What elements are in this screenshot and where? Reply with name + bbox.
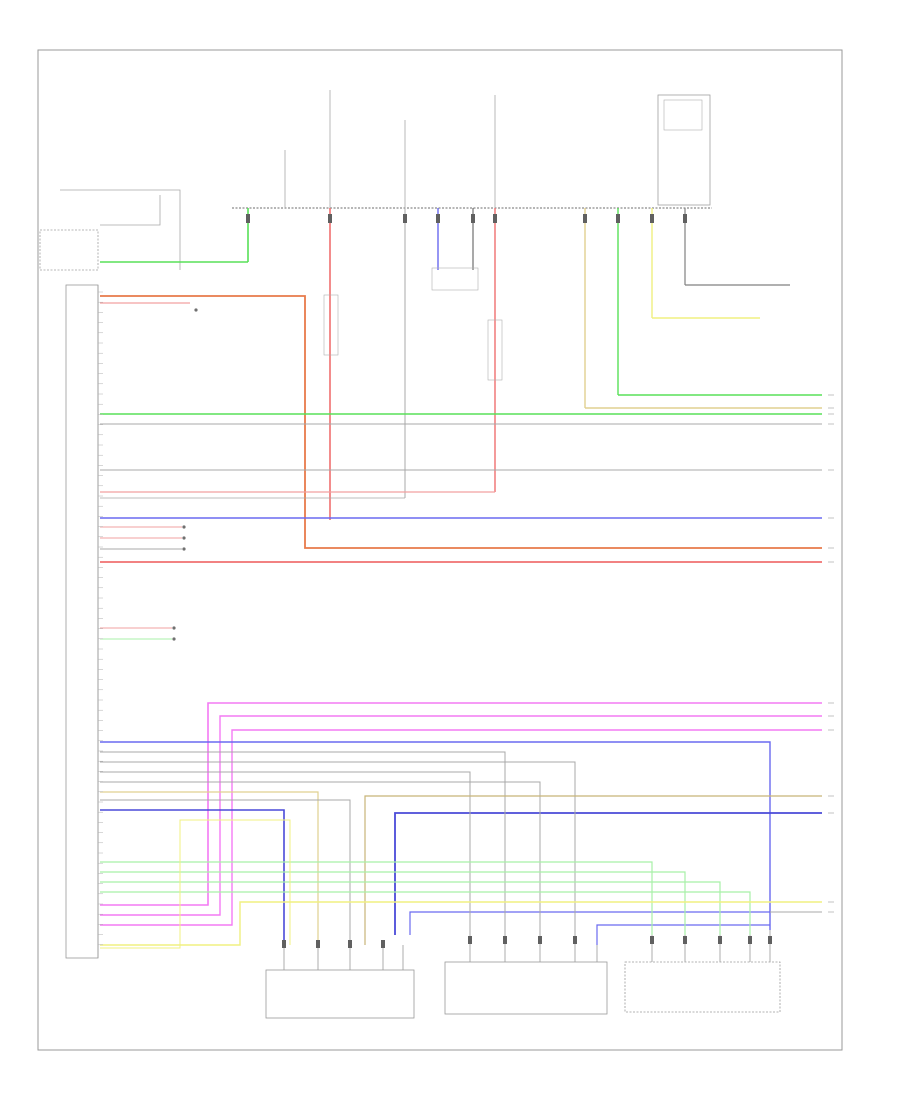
- gray-wire-a: [100, 751, 506, 935]
- hvac-control-unit: [65, 284, 99, 959]
- left-switch-block: [39, 229, 99, 271]
- top-right-module-inner: [663, 99, 703, 131]
- magenta-wire-3: [100, 729, 822, 926]
- gray-wire-c: [100, 771, 471, 935]
- component-blue-drop: [431, 267, 479, 291]
- actuator-center-pins: [469, 935, 598, 962]
- green-wire-r3: [100, 881, 721, 935]
- right-terminal-ticks: [828, 394, 834, 913]
- tan-wire-1: [100, 791, 319, 945]
- yellow-wire-2: [100, 819, 291, 949]
- connector-dot-6: [172, 637, 176, 641]
- connector-dot-4: [182, 547, 186, 551]
- actuator-right-pins: [651, 930, 771, 962]
- blue-wire-2: [100, 809, 285, 945]
- bus-connector-marks: [246, 214, 687, 223]
- yellow-wire-1: [100, 901, 822, 946]
- gray-wire-d: [100, 781, 541, 935]
- actuator-connector-marks: [282, 936, 772, 948]
- top-right-module: [657, 94, 711, 206]
- actuator-right: [624, 961, 781, 1013]
- actuator-left-pins: [283, 945, 404, 970]
- brown-wire-1: [364, 795, 822, 945]
- orange-wire: [100, 295, 822, 549]
- blue-wire-1: [100, 741, 771, 930]
- connector-dot-1: [194, 308, 198, 312]
- green-wire-r2: [100, 871, 686, 935]
- left-switch-wire: [60, 189, 181, 270]
- connector-dot-3: [182, 536, 186, 540]
- magenta-wire-1: [100, 702, 822, 906]
- left-switch-wire-2: [100, 195, 161, 226]
- actuator-center: [444, 961, 608, 1015]
- magenta-wire-2: [100, 715, 822, 916]
- blue-wire-5: [596, 924, 770, 945]
- gray-wire-b: [100, 761, 576, 935]
- gray-wire-e: [100, 799, 351, 945]
- hvac-pin-ticks: [98, 291, 103, 946]
- connector-dot-5: [172, 626, 176, 630]
- connector-dot-2: [182, 525, 186, 529]
- green-wire-r1: [100, 861, 653, 935]
- actuator-left: [265, 969, 415, 1019]
- diagram-frame: [37, 49, 843, 1051]
- blue-wire-4: [409, 911, 770, 935]
- component-red-drop-2: [487, 319, 503, 381]
- green-wire-r4: [100, 891, 751, 935]
- blue-wire-3: [394, 812, 822, 935]
- component-red-drop: [323, 294, 339, 356]
